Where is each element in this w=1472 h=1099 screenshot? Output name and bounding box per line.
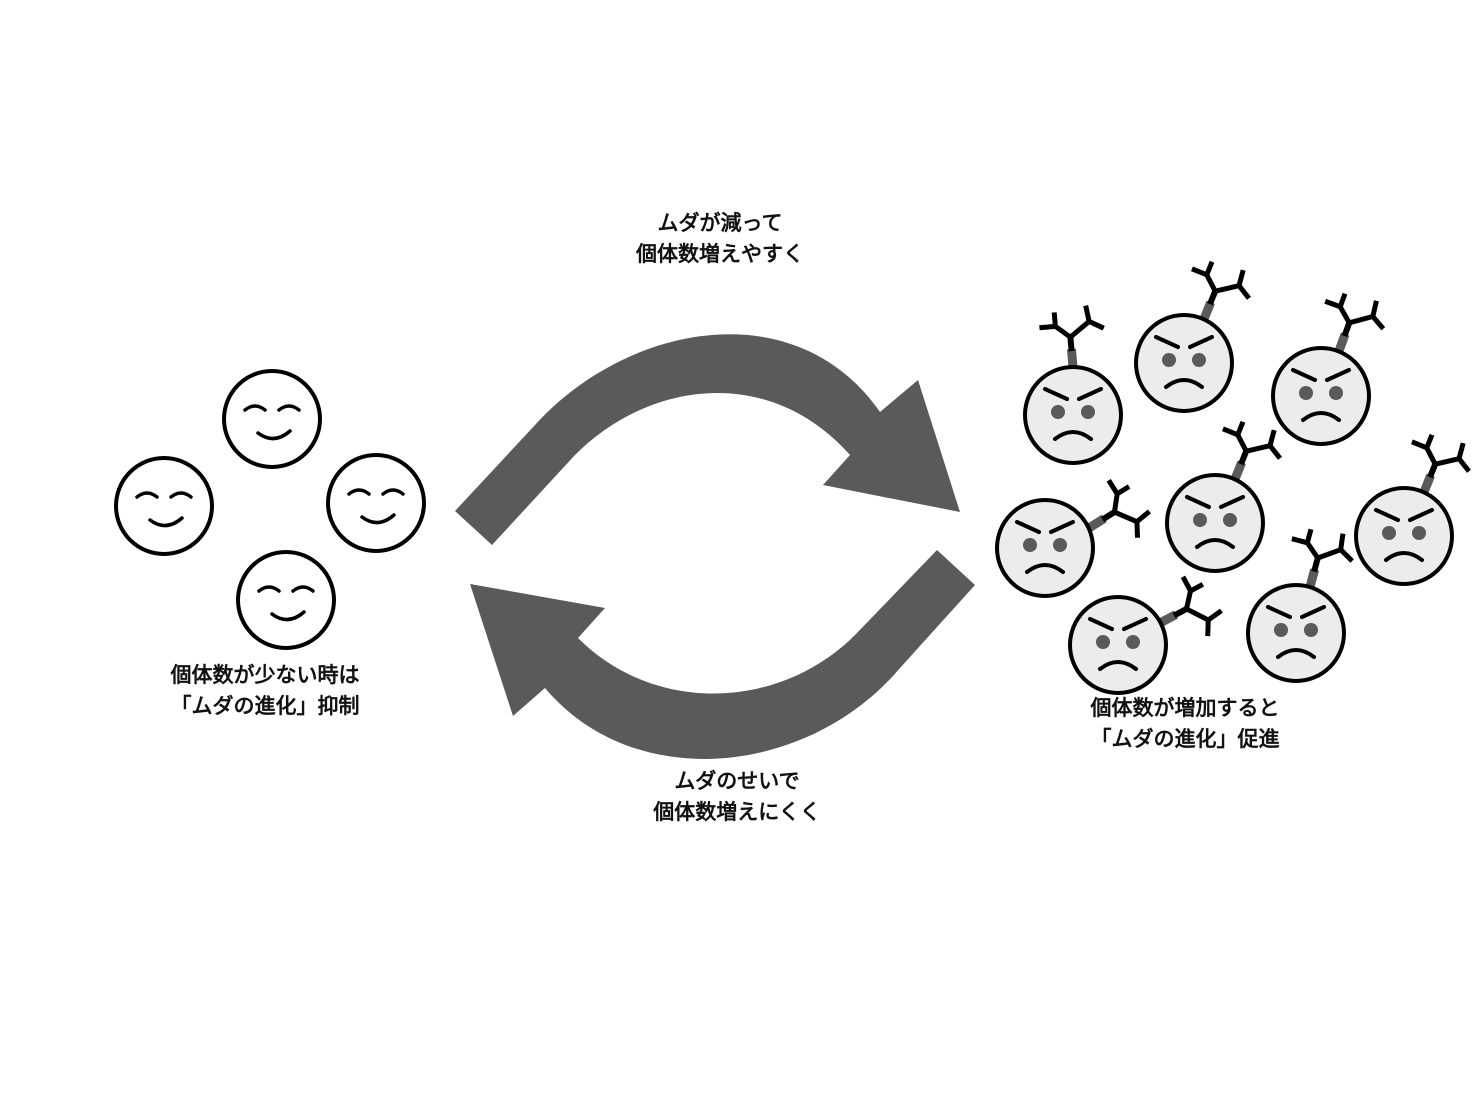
smiling-face-icon xyxy=(114,456,214,556)
smiling-face-icon xyxy=(222,369,322,469)
label-few-individuals: 個体数が少ない時は 「ムダの進化」抑制 xyxy=(100,660,430,722)
smiling-face-icon xyxy=(326,453,426,553)
smiling-face-icon xyxy=(236,550,336,650)
angry-face-with-antenna-icon xyxy=(1068,568,1229,695)
angry-face-with-antenna-icon xyxy=(1023,304,1123,465)
label-line: 個体数が増加すると xyxy=(1090,696,1280,720)
label-line: 個体数増えにくく xyxy=(653,800,821,824)
angry-face-with-antenna-icon xyxy=(1271,284,1391,446)
happy-face-group xyxy=(114,369,426,650)
angry-face-with-antenna-icon xyxy=(1354,425,1472,586)
label-top-arrow: ムダが減って 個体数増えやすく xyxy=(560,208,880,270)
angry-face-with-antenna-icon xyxy=(1134,252,1258,413)
cycle-arrows xyxy=(455,334,975,759)
arrow-bottom-icon xyxy=(470,550,975,759)
angry-face-group xyxy=(995,252,1472,695)
label-line: 「ムダの進化」抑制 xyxy=(170,694,360,718)
label-line: ムダが減って xyxy=(657,211,783,235)
arrow-top-icon xyxy=(455,334,960,545)
angry-face-with-antenna-icon xyxy=(1246,521,1358,683)
label-line: 個体数が少ない時は xyxy=(170,663,360,687)
label-line: 個体数増えやすく xyxy=(636,242,804,266)
label-many-individuals: 個体数が増加すると 「ムダの進化」促進 xyxy=(1030,693,1340,755)
angry-face-with-antenna-icon xyxy=(1165,412,1289,573)
label-bottom-arrow: ムダのせいで 個体数増えにくく xyxy=(577,766,897,828)
label-line: 「ムダの進化」促進 xyxy=(1090,727,1280,751)
angry-face-with-antenna-icon xyxy=(995,471,1158,598)
label-line: ムダのせいで xyxy=(674,769,800,793)
